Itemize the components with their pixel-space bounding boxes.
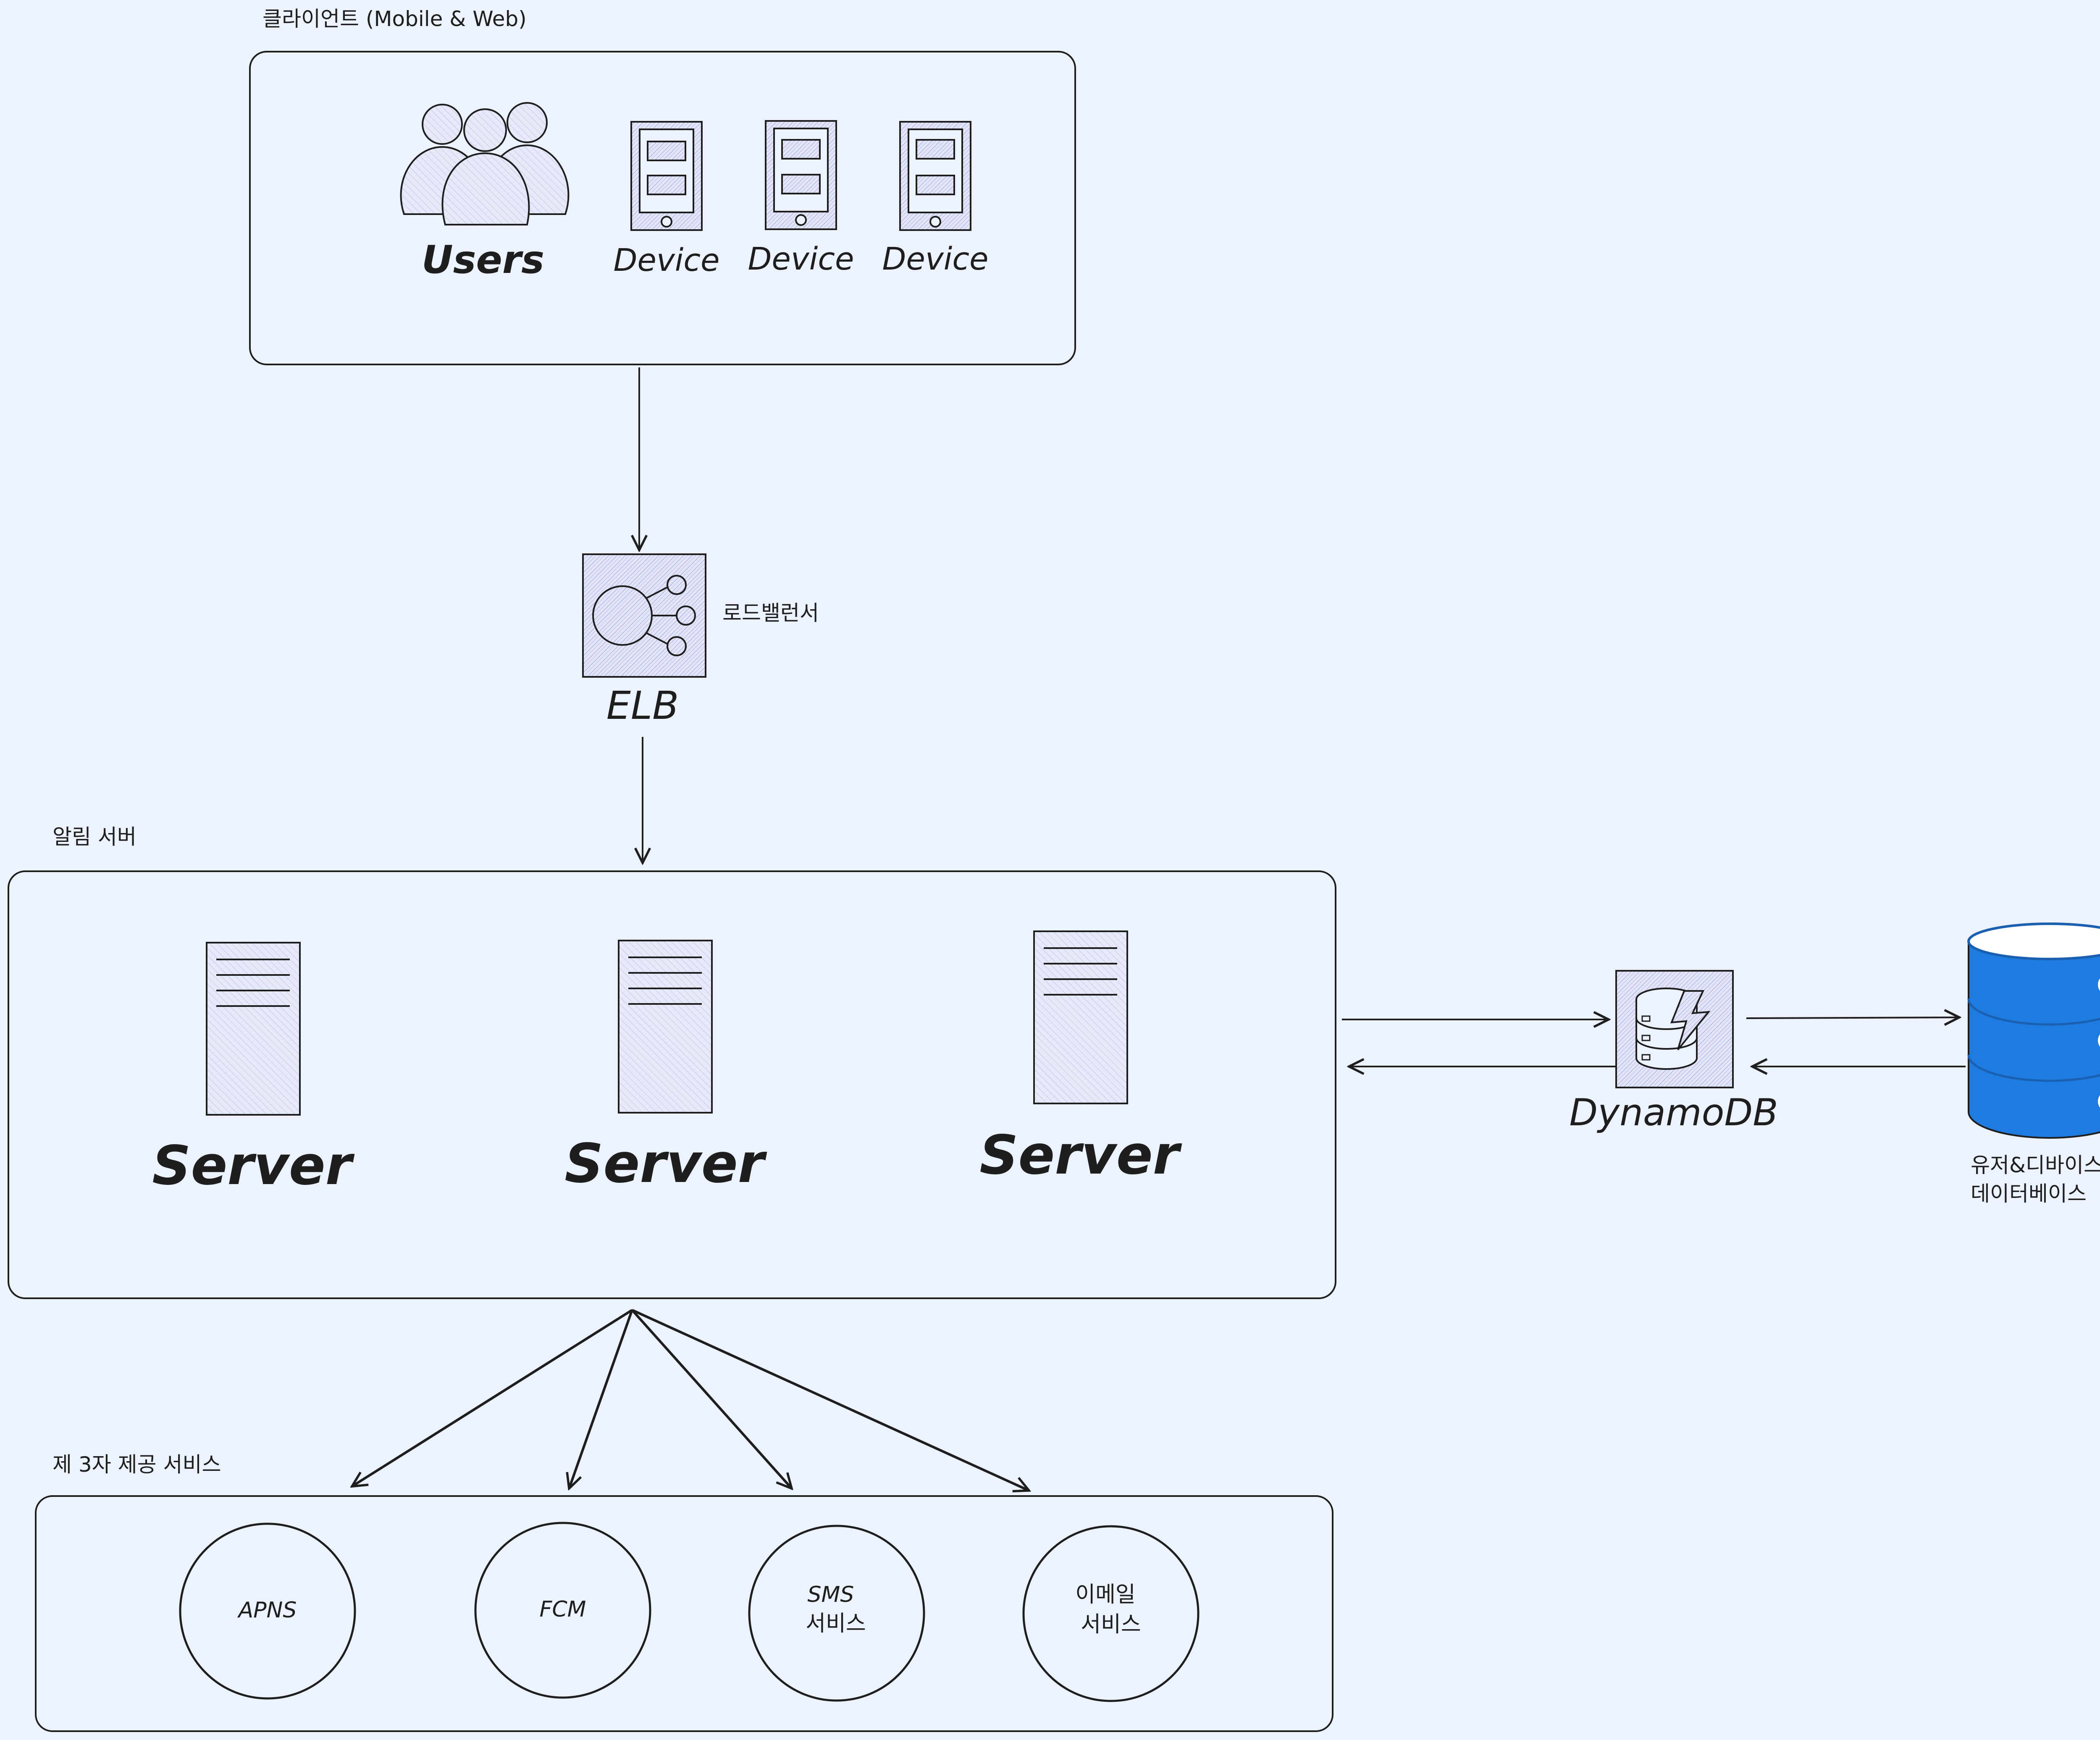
service-label-apns: APNS — [237, 1598, 297, 1623]
database-label-line1: 유저&디바이스 정보 — [1971, 1153, 2100, 1177]
arrow-to-email — [631, 1309, 1029, 1491]
device-icon-1 — [630, 121, 703, 231]
users-label: Users — [422, 237, 544, 282]
database-icon — [1967, 922, 2100, 1139]
clients-section-label: 클라이언트 (Mobile & Web) — [262, 7, 527, 31]
servers-section-label: 알림 서버 — [52, 825, 136, 849]
service-circle-fcm — [474, 1522, 651, 1699]
device-label-2: Device — [748, 241, 854, 277]
arrow-to-sms — [631, 1309, 792, 1488]
servers-container — [8, 870, 1336, 1299]
database-label-line2: 데이터베이스 — [1971, 1182, 2087, 1206]
load-balancer-side-label: 로드밸런서 — [722, 601, 819, 625]
dynamodb-label: DynamoDB — [1569, 1091, 1778, 1134]
server-label-1: Server — [152, 1135, 354, 1197]
server-icon-3 — [1033, 930, 1128, 1104]
clients-container — [249, 51, 1076, 365]
service-circle-email — [1022, 1525, 1200, 1702]
service-circle-sms — [748, 1525, 925, 1702]
users-icon — [400, 102, 570, 225]
service-label-fcm: FCM — [539, 1597, 586, 1622]
service-circle-apns — [179, 1522, 356, 1700]
service-label-email-line2: 서비스 — [1081, 1612, 1141, 1637]
device-icon-3 — [899, 121, 971, 231]
service-label-email-line1: 이메일 — [1075, 1582, 1136, 1607]
arrow-to-apns — [352, 1309, 633, 1486]
server-label-3: Server — [979, 1124, 1182, 1187]
service-label-sms-line2: 서비스 — [806, 1611, 866, 1636]
server-label-2: Server — [564, 1132, 767, 1195]
arrow-to-fcm — [569, 1310, 633, 1488]
device-label-1: Device — [613, 242, 719, 278]
dynamodb-icon — [1615, 970, 1734, 1088]
third-party-container — [35, 1495, 1334, 1732]
fanout-arrows — [352, 1309, 1029, 1491]
arrow-dynamodb-to-database — [1746, 1017, 1959, 1018]
device-label-3: Device — [882, 241, 988, 277]
third-party-section-label: 제 3자 제공 서비스 — [52, 1452, 221, 1477]
service-label-sms-line1: SMS — [808, 1582, 854, 1607]
server-icon-1 — [206, 942, 301, 1116]
server-icon-2 — [618, 940, 713, 1114]
device-icon-2 — [765, 120, 837, 230]
load-balancer-icon — [582, 553, 706, 678]
load-balancer-label: ELB — [606, 683, 679, 728]
